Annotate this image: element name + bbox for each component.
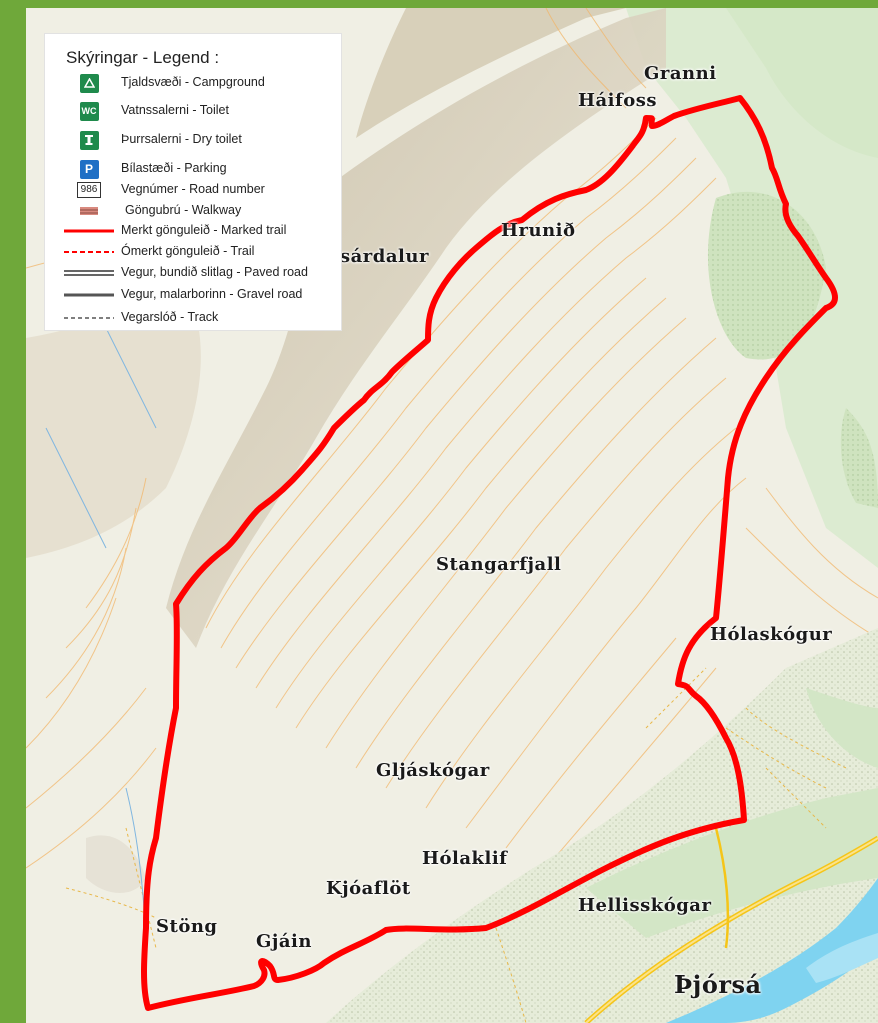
place-label-gjain: Gjáin <box>256 931 312 952</box>
legend-label: Göngubrú - Walkway <box>125 203 242 217</box>
upland-area <box>726 8 878 158</box>
legend-label: Vegur, malarborinn - Gravel road <box>121 287 303 301</box>
legend-item: Vegur, malarborinn - Gravel road <box>45 284 343 306</box>
legend-label: Vegarslóð - Track <box>121 310 219 324</box>
river-channel <box>806 933 878 983</box>
trail-map[interactable]: Granni Háifoss Hrunið sárdalur Stangarfj… <box>26 8 878 1023</box>
legend-label: Tjaldsvæði - Campground <box>121 75 265 89</box>
legend-item: 986 Vegnúmer - Road number <box>45 179 343 201</box>
ridge-shading <box>166 8 666 648</box>
place-label-holaskogur: Hólaskógur <box>710 624 833 645</box>
toilet-icon: WC <box>61 100 117 122</box>
paved-road-icon <box>61 262 117 284</box>
lowland-plain <box>326 628 878 1023</box>
legend-item: WC Vatnssalerni - Toilet <box>45 100 343 122</box>
walkway-icon <box>61 200 117 222</box>
place-label-hrunid: Hrunið <box>501 220 576 241</box>
legend-item: Vegarslóð - Track <box>45 307 343 329</box>
gravel-road-icon <box>61 284 117 306</box>
settlement-area <box>86 835 146 893</box>
legend-item: P Bílastæði - Parking <box>45 158 343 180</box>
forest-patch <box>586 788 878 938</box>
track-icon <box>61 307 117 329</box>
paved-road <box>585 837 878 1023</box>
place-label-haifoss: Háifoss <box>578 90 658 111</box>
hill-shading <box>26 288 201 558</box>
legend-item: Merkt gönguleið - Marked trail <box>45 220 343 242</box>
place-label-holaklif: Hólaklif <box>422 848 508 869</box>
legend-label: Vatnssalerni - Toilet <box>121 103 229 117</box>
legend-title: Skýringar - Legend : <box>66 48 220 67</box>
legend-item: Þurrsalerni - Dry toilet <box>45 129 343 151</box>
place-label-gljaskogar: Gljáskógar <box>376 760 490 781</box>
contour-lines <box>26 8 878 869</box>
marked-trail-icon <box>61 220 117 242</box>
marked-trail-loop[interactable] <box>141 95 838 1011</box>
legend-label: Vegnúmer - Road number <box>121 182 265 196</box>
forest-patch <box>806 688 878 768</box>
map-legend: Skýringar - Legend : Tjaldsvæði - Campgr… <box>44 33 342 331</box>
place-label-stangarfjall: Stangarfjall <box>436 554 562 575</box>
legend-label: Ómerkt gönguleið - Trail <box>121 244 255 258</box>
ridge-shading <box>356 8 626 138</box>
road-number-icon: 986 <box>61 179 117 201</box>
unmarked-trail-icon <box>61 241 117 263</box>
dry-toilet-icon <box>61 129 117 151</box>
tracks <box>65 667 847 1023</box>
legend-item: Ómerkt gönguleið - Trail <box>45 241 343 263</box>
campground-icon <box>61 72 117 94</box>
place-label-kjoaflot: Kjóaflöt <box>326 878 411 899</box>
place-label-thjorsa: Þjórsá <box>674 970 762 999</box>
place-label-stong: Stöng <box>156 916 218 937</box>
legend-label: Merkt gönguleið - Marked trail <box>121 223 287 237</box>
legend-item: Tjaldsvæði - Campground <box>45 72 343 94</box>
parking-icon: P <box>61 158 117 180</box>
legend-label: Bílastæði - Parking <box>121 161 227 175</box>
place-label-granni: Granni <box>644 63 717 84</box>
upland-area <box>626 8 878 568</box>
gravel-road <box>714 827 730 949</box>
place-label-hellisskogar: Hellisskógar <box>578 895 712 916</box>
legend-label: Þurrsalerni - Dry toilet <box>121 132 242 146</box>
legend-item: Göngubrú - Walkway <box>45 200 343 222</box>
legend-label: Vegur, bundið slitlag - Paved road <box>121 265 308 279</box>
place-label-sardalur: sárdalur <box>340 246 429 267</box>
forest-patch <box>840 408 878 508</box>
legend-item: Vegur, bundið slitlag - Paved road <box>45 262 343 284</box>
